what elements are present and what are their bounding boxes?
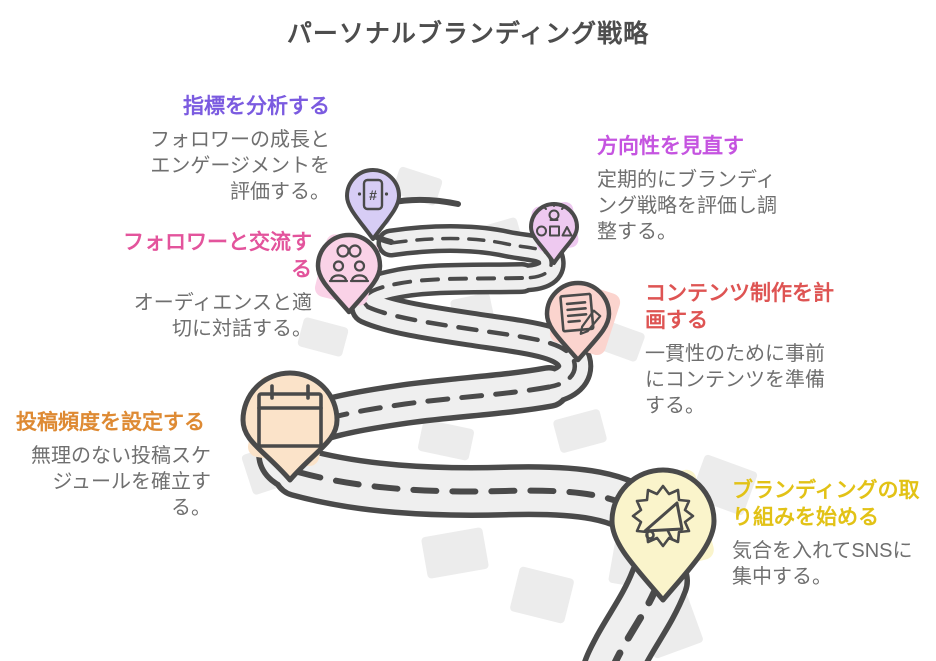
document-pencil-icon (559, 292, 602, 335)
step-body: 無理のない投稿スケジュールを確立する。 (31, 444, 211, 519)
step-heading: 指標を分析する (183, 95, 330, 118)
megaphone-icon (631, 484, 695, 548)
pin-shape (315, 232, 383, 315)
step-heading: フォロワーと交流する (123, 231, 312, 281)
step-engage-followers-text: フォロワーと交流する オーディエンスと適切に対話する。 (117, 230, 312, 342)
pin-review-direction (529, 202, 579, 265)
phone-analytics-icon: # (357, 178, 389, 211)
pin-plan-content (544, 280, 612, 363)
idea-review-icon (536, 202, 573, 237)
step-start-branding-text: ブランディングの取り組みを始める 気合を入れてSNSに集中する。 (732, 478, 927, 590)
step-set-frequency-text: 投稿頻度を設定する 無理のない投稿スケジュールを確立する。 (16, 410, 211, 521)
pin-engage-followers (315, 232, 383, 315)
pin-analyze-metrics: # (345, 168, 401, 241)
step-plan-content-text: コンテンツ制作を計画する 一貫性のために事前にコンテンツを準備する。 (645, 281, 840, 419)
svg-text:#: # (369, 187, 377, 203)
pin-shape (240, 370, 340, 483)
pin-set-frequency (240, 370, 340, 483)
pin-start-branding (609, 467, 717, 603)
step-heading: ブランディングの取り組みを始める (732, 479, 920, 529)
step-body: オーディエンスと適切に対話する。 (133, 291, 312, 340)
step-analyze-metrics-text: 指標を分析する フォロワーの成長とエンゲージメントを評価する。 (135, 94, 330, 205)
step-body: 定期的にブランディング戦略を評価し調整する。 (597, 168, 777, 243)
step-heading: 方向性を見直す (597, 135, 744, 158)
calendar-icon (257, 384, 323, 448)
step-body: 気合を入れてSNSに集中する。 (732, 539, 913, 588)
pin-shape (345, 168, 401, 241)
page-title: パーソナルブランディング戦略 (286, 20, 650, 48)
step-heading: コンテンツ制作を計画する (645, 282, 834, 332)
step-review-direction-text: 方向性を見直す 定期的にブランディング戦略を評価し調整する。 (597, 134, 792, 245)
step-body: 一貫性のために事前にコンテンツを準備する。 (645, 342, 825, 417)
step-body: フォロワーの成長とエンゲージメントを評価する。 (150, 128, 330, 203)
step-heading: 投稿頻度を設定する (16, 411, 205, 434)
community-icon (328, 244, 370, 283)
